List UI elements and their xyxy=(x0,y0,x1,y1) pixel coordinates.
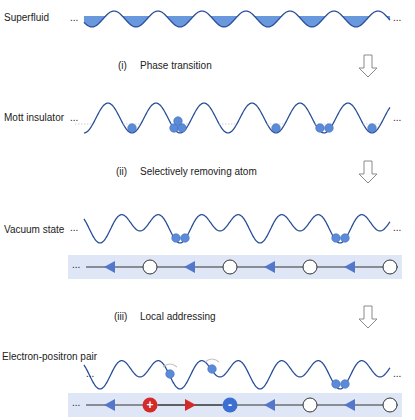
gauge-link xyxy=(344,399,355,411)
electron-site: - xyxy=(222,397,238,413)
empty-site xyxy=(303,260,317,274)
atom xyxy=(166,370,175,379)
lattice-potential xyxy=(84,361,390,389)
row-label: Superfluid xyxy=(4,12,49,24)
gauge-link xyxy=(184,261,195,273)
gauge-link xyxy=(104,399,115,411)
atom xyxy=(172,234,181,243)
site-fill xyxy=(143,398,158,413)
atom xyxy=(174,117,183,126)
charge-sign: - xyxy=(222,397,238,413)
ellipsis: ... xyxy=(70,12,78,24)
ellipsis: ... xyxy=(393,222,401,234)
empty-site xyxy=(383,260,397,274)
ellipsis: ... xyxy=(70,222,78,234)
empty-site xyxy=(223,260,237,274)
atom xyxy=(332,234,341,243)
lattice-potential xyxy=(84,215,390,243)
gauge-link xyxy=(344,261,355,273)
ellipsis: ... xyxy=(72,259,80,271)
excitation-arc xyxy=(163,364,177,367)
row-label: Mott insulator xyxy=(4,112,64,124)
step-arrow xyxy=(359,161,377,183)
atom xyxy=(325,124,334,133)
ellipsis: ... xyxy=(72,397,80,409)
lattice-potential xyxy=(84,11,390,27)
step-arrow xyxy=(359,306,377,328)
empty-site xyxy=(303,398,317,412)
chain-band xyxy=(68,393,402,417)
empty-site xyxy=(143,260,157,274)
ellipsis: ... xyxy=(86,368,94,380)
row-label: (iii) xyxy=(114,311,127,323)
empty-site xyxy=(383,398,397,412)
chain-band xyxy=(68,255,402,279)
row-label: (i) xyxy=(118,60,127,72)
atom xyxy=(272,124,281,133)
positron-site: + xyxy=(142,397,158,413)
ellipsis: ... xyxy=(393,12,401,24)
gauge-link xyxy=(264,261,275,273)
atom xyxy=(341,380,350,389)
gauge-link xyxy=(104,261,115,273)
ellipsis: ... xyxy=(393,112,401,124)
row-label: Electron-positron pair xyxy=(2,351,97,363)
row-label: Phase transition xyxy=(140,60,212,72)
lattice-potential xyxy=(84,103,390,133)
ellipsis: ... xyxy=(393,368,401,380)
energy-level xyxy=(75,124,93,125)
gauge-link xyxy=(264,399,275,411)
atom xyxy=(341,234,350,243)
excitation-arc xyxy=(205,359,219,362)
atom xyxy=(316,124,325,133)
ellipsis: ... xyxy=(70,112,78,124)
energy-level xyxy=(219,124,237,125)
gauge-link xyxy=(185,399,196,411)
row-label: Vacuum state xyxy=(4,224,64,236)
charge-sign: + xyxy=(142,397,158,413)
atom xyxy=(368,124,377,133)
atom xyxy=(332,380,341,389)
step-arrow xyxy=(359,55,377,77)
atom xyxy=(208,365,217,374)
row-label: Local addressing xyxy=(140,311,216,323)
atom xyxy=(181,234,190,243)
row-label: Selectively removing atom xyxy=(140,166,257,178)
atom xyxy=(128,124,137,133)
site-fill xyxy=(223,398,238,413)
row-label: (ii) xyxy=(116,166,127,178)
